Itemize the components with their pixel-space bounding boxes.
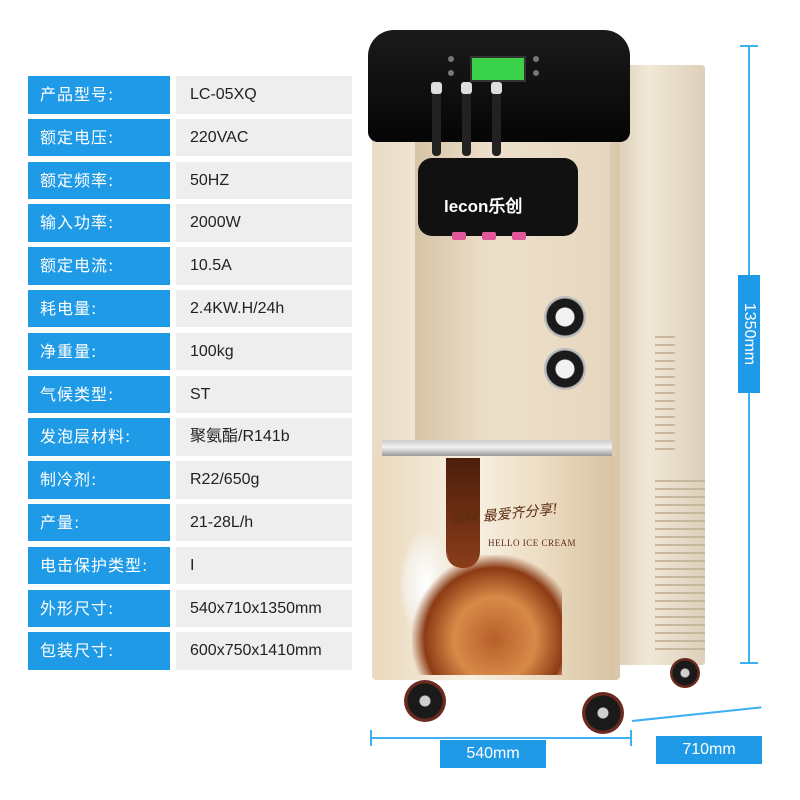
spec-row: 额定电压:220VAC bbox=[28, 118, 352, 157]
spec-value: 聚氨酯/R141b bbox=[176, 418, 352, 456]
width-dimension-badge: 540mm bbox=[440, 740, 546, 768]
dispense-lever bbox=[462, 88, 471, 156]
spec-value: 220VAC bbox=[176, 118, 352, 157]
nozzle-icon bbox=[482, 232, 496, 240]
spec-value: 50HZ bbox=[176, 161, 352, 200]
spec-row: 耗电量:2.4KW.H/24h bbox=[28, 289, 352, 328]
drip-tray bbox=[382, 440, 612, 456]
machine-control-head bbox=[368, 30, 630, 142]
ice-cream-cone-graphic bbox=[412, 555, 562, 675]
spec-value: 10.5A bbox=[176, 247, 352, 285]
lever-tip-icon bbox=[461, 82, 472, 94]
width-dimension-cap bbox=[630, 730, 632, 746]
spec-label: 电击保护类型: bbox=[28, 546, 170, 585]
control-key-icon bbox=[533, 70, 539, 76]
side-vent bbox=[655, 480, 705, 650]
spec-label: 气候类型: bbox=[28, 375, 170, 414]
spec-value: 100kg bbox=[176, 332, 352, 371]
spec-label: 耗电量: bbox=[28, 289, 170, 328]
dispenser-head: lecon乐创 bbox=[418, 158, 578, 236]
width-dimension-line bbox=[370, 737, 632, 739]
spec-row: 净重量:100kg bbox=[28, 332, 352, 371]
spec-label: 包装尺寸: bbox=[28, 632, 170, 670]
spec-row: 产量:21-28L/h bbox=[28, 503, 352, 542]
lcd-display bbox=[470, 56, 526, 82]
dispense-lever bbox=[432, 88, 441, 156]
caster-wheel-icon bbox=[670, 658, 700, 688]
spec-value: I bbox=[176, 546, 352, 585]
spec-row: 输入功率:2000W bbox=[28, 204, 352, 242]
control-knob-icon bbox=[544, 296, 586, 338]
spec-value: 21-28L/h bbox=[176, 503, 352, 542]
control-key-icon bbox=[533, 56, 539, 62]
spec-label: 制冷剂: bbox=[28, 461, 170, 499]
spec-row: 外形尺寸:540x710x1350mm bbox=[28, 589, 352, 628]
spec-value: 2.4KW.H/24h bbox=[176, 289, 352, 328]
spec-row: 发泡层材料:聚氨酯/R141b bbox=[28, 418, 352, 456]
spec-label: 额定电压: bbox=[28, 118, 170, 157]
spec-label: 产品型号: bbox=[28, 76, 170, 114]
height-dimension-cap bbox=[740, 662, 758, 664]
spec-label: 额定电流: bbox=[28, 247, 170, 285]
caster-wheel-icon bbox=[404, 680, 446, 722]
control-knob-icon bbox=[544, 348, 586, 390]
spec-label: 额定频率: bbox=[28, 161, 170, 200]
spec-row: 额定频率:50HZ bbox=[28, 161, 352, 200]
control-key-icon bbox=[448, 70, 454, 76]
spec-label: 净重量: bbox=[28, 332, 170, 371]
ice-cream-machine-image: lecon乐创 美味 最爱齐分享! HELLO ICE CREAM bbox=[360, 10, 730, 734]
caster-wheel-icon bbox=[582, 692, 624, 734]
lever-tip-icon bbox=[491, 82, 502, 94]
spec-row: 制冷剂:R22/650g bbox=[28, 461, 352, 499]
nozzle-icon bbox=[512, 232, 526, 240]
spec-row: 产品型号:LC-05XQ bbox=[28, 76, 352, 114]
spec-label: 产量: bbox=[28, 503, 170, 542]
height-dimension-badge: 1350mm bbox=[738, 275, 760, 393]
control-key-icon bbox=[448, 56, 454, 62]
spec-label: 发泡层材料: bbox=[28, 418, 170, 456]
spec-row: 包装尺寸:600x750x1410mm bbox=[28, 632, 352, 670]
spec-value: 2000W bbox=[176, 204, 352, 242]
spec-value: 540x710x1350mm bbox=[176, 589, 352, 628]
spec-value: 600x750x1410mm bbox=[176, 632, 352, 670]
spec-value: LC-05XQ bbox=[176, 76, 352, 114]
spec-label: 输入功率: bbox=[28, 204, 170, 242]
tagline-text: HELLO ICE CREAM bbox=[488, 538, 576, 548]
spec-value: R22/650g bbox=[176, 461, 352, 499]
side-vent-upper bbox=[655, 330, 675, 450]
dispense-lever bbox=[492, 88, 501, 156]
spec-label: 外形尺寸: bbox=[28, 589, 170, 628]
spec-row: 气候类型:ST bbox=[28, 375, 352, 414]
lever-tip-icon bbox=[431, 82, 442, 94]
depth-dimension-label: 710mm bbox=[682, 741, 736, 758]
spec-value: ST bbox=[176, 375, 352, 414]
height-dimension-label: 1350mm bbox=[741, 302, 758, 366]
depth-dimension-badge: 710mm bbox=[656, 736, 762, 764]
spec-row: 额定电流:10.5A bbox=[28, 247, 352, 285]
nozzle-icon bbox=[452, 232, 466, 240]
spec-table: 产品型号:LC-05XQ 额定电压:220VAC 额定频率:50HZ 输入功率:… bbox=[28, 76, 352, 675]
brand-logo: lecon乐创 bbox=[444, 197, 523, 216]
spec-row: 电击保护类型:I bbox=[28, 546, 352, 585]
width-dimension-label: 540mm bbox=[466, 745, 520, 762]
